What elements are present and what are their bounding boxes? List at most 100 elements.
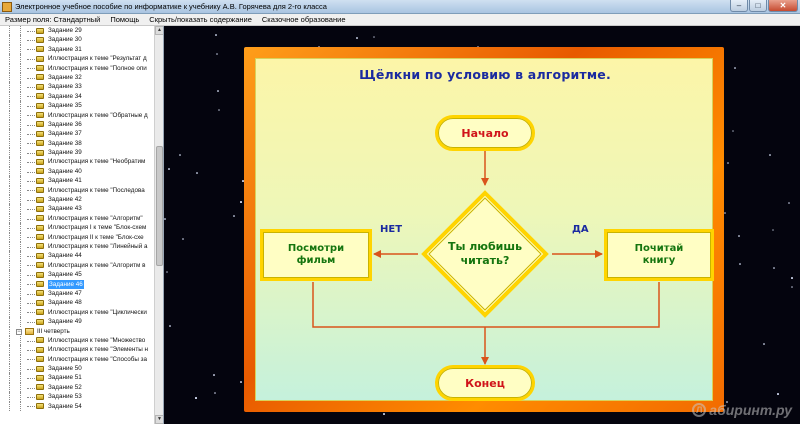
tree-item-row[interactable]: Задание 49	[0, 317, 163, 327]
tree-item-row[interactable]: Задание 30	[0, 35, 163, 45]
end-label: Конец	[438, 368, 532, 398]
tree-item-row[interactable]: Задание 35	[0, 101, 163, 111]
tree-item-label: Задание 31	[48, 45, 82, 53]
tree-item-row[interactable]: Иллюстрация к теме "Последова	[0, 185, 163, 196]
tree-guide-line	[9, 101, 10, 111]
maximize-button[interactable]: □	[749, 0, 767, 12]
tree-item-row[interactable]: Иллюстрация к теме "Полное опи	[0, 63, 163, 73]
close-button[interactable]: ✕	[768, 0, 798, 12]
tree-item-label: Задание 51	[48, 374, 82, 382]
tree-item-row[interactable]: Иллюстрация I к теме "Блок-схем	[0, 223, 163, 233]
tree-item-label: Иллюстрация к теме "Обратные д	[48, 111, 148, 119]
tree-item-row[interactable]: Задание 29	[0, 26, 163, 36]
yes-action-box[interactable]: Почитай книгу	[604, 229, 714, 281]
tree-item-row[interactable]: Иллюстрация к теме "Результат д	[0, 54, 163, 64]
tree-item-row[interactable]: Иллюстрация к теме "Обратные д	[0, 110, 163, 120]
watermark-text: абиринт.ру	[709, 402, 792, 418]
tree-item-row[interactable]: Задание 39	[0, 148, 163, 158]
scroll-down-arrow-icon[interactable]: ▼	[155, 415, 163, 424]
tree-item-label: Задание 35	[48, 102, 82, 110]
condition-node[interactable]: Ты любишь читать?	[418, 187, 552, 321]
tree-item-row[interactable]: Задание 54	[0, 401, 163, 412]
menu-field-size[interactable]: Размер поля: Стандартный	[5, 15, 101, 24]
tree-branch-line	[27, 387, 35, 389]
tree-branch-line	[27, 152, 35, 154]
menu-fairy-education[interactable]: Сказочное образование	[261, 15, 346, 24]
tree-item-row[interactable]: Задание 47	[0, 288, 163, 299]
sidebar-scrollbar[interactable]: ▲ ▼	[154, 26, 163, 424]
tree-folder-row[interactable]: − III четверть	[0, 326, 163, 336]
book-icon	[36, 224, 44, 231]
tree-item-row[interactable]: Иллюстрация к теме "Циклически	[0, 307, 163, 318]
window-titlebar[interactable]: Электронное учебное пособие по информати…	[0, 0, 800, 14]
tree-guide-line	[9, 345, 10, 355]
book-icon	[36, 65, 44, 72]
tree-guide-line	[20, 288, 21, 299]
tree-item-row[interactable]: Иллюстрация II к теме "Блок-схе	[0, 232, 163, 242]
tree-branch-line	[27, 218, 35, 220]
star-dot	[240, 381, 242, 383]
scroll-up-arrow-icon[interactable]: ▲	[155, 26, 163, 35]
scrollbar-thumb[interactable]	[156, 146, 163, 266]
star-dot	[214, 392, 216, 394]
tree-item-row[interactable]: Задание 42	[0, 195, 163, 205]
tree-guide-line	[20, 223, 21, 233]
tree-branch-line	[27, 284, 35, 286]
tree-collapse-icon[interactable]: −	[16, 328, 22, 335]
tree-branch-line	[27, 349, 35, 351]
tree-item-row[interactable]: Задание 34	[0, 91, 163, 102]
tree-item-row[interactable]: Иллюстрация к теме "Элементы н	[0, 345, 163, 355]
no-action-box[interactable]: Посмотри фильм	[260, 229, 372, 281]
tree-branch-line	[27, 321, 35, 323]
tree-item-row[interactable]: Иллюстрация к теме "Алгоритм в	[0, 260, 163, 271]
tree-item-row[interactable]: Задание 43	[0, 204, 163, 214]
start-node[interactable]: Начало	[435, 115, 535, 151]
tree-item-row[interactable]: Задание 48	[0, 298, 163, 308]
tree-item-row[interactable]: Иллюстрация к теме "Множество	[0, 335, 163, 346]
tree-item-row[interactable]: Задание 37	[0, 129, 163, 139]
tree-item-row[interactable]: Задание 38	[0, 138, 163, 149]
tree-item-row[interactable]: Задание 50	[0, 364, 163, 374]
tree-branch-line	[27, 274, 35, 276]
window-title: Электронное учебное пособие по информати…	[15, 2, 327, 11]
book-icon	[36, 281, 44, 288]
tree-item-label: III четверть	[37, 327, 70, 335]
tree-item-row[interactable]: Задание 36	[0, 119, 163, 130]
tree-guide-line	[20, 270, 21, 280]
tree-item-row[interactable]: Задание 53	[0, 392, 163, 402]
tree-item-row[interactable]: Иллюстрация к теме "Необратим	[0, 157, 163, 167]
tree-guide-line	[9, 54, 10, 64]
end-node[interactable]: Конец	[435, 365, 535, 401]
tree-guide-line	[20, 72, 21, 83]
tree-item-label: Задание 41	[48, 177, 82, 185]
tree-item-row[interactable]: Задание 31	[0, 44, 163, 55]
lesson-content: Щёлкни по условию в алгоритме. Начало	[164, 26, 800, 424]
tree-item-label: Задание 52	[48, 383, 82, 391]
tree-item-row[interactable]: Задание 33	[0, 82, 163, 92]
tree-guide-line	[9, 35, 10, 45]
tree-item-row[interactable]: Иллюстрация к теме "Способы за	[0, 354, 163, 365]
book-icon	[36, 36, 44, 43]
menu-toggle-contents[interactable]: Скрыть/показать содержание	[149, 15, 252, 24]
tree-item-row[interactable]: Задание 41	[0, 176, 163, 186]
tree-item-row[interactable]: Задание 32	[0, 72, 163, 83]
tree-guide-line	[20, 82, 21, 92]
tree-item-row[interactable]: Иллюстрация к теме "Линейный а	[0, 241, 163, 252]
tree-item-row[interactable]: Задание 40	[0, 166, 163, 177]
menu-help[interactable]: Помощь	[110, 15, 140, 24]
tree-item-row[interactable]: Задание 51	[0, 373, 163, 383]
tree-guide-line	[20, 129, 21, 139]
tree-item-row[interactable]: Задание 44	[0, 251, 163, 261]
book-icon	[36, 149, 44, 156]
tree-item-row[interactable]: Задание 52	[0, 382, 163, 393]
book-icon	[36, 140, 44, 147]
tree-branch-line	[27, 396, 35, 398]
tree-item-row[interactable]: Иллюстрация к теме "Алгоритм"	[0, 213, 163, 224]
tree-guide-line	[9, 307, 10, 318]
tree-item-row[interactable]: Задание 46	[0, 279, 163, 289]
tree-item-row[interactable]: Задание 45	[0, 270, 163, 280]
tree-item-label: Иллюстрация к теме "Линейный а	[48, 242, 148, 250]
minimize-button[interactable]: –	[730, 0, 748, 12]
tree-guide-line	[20, 195, 21, 205]
